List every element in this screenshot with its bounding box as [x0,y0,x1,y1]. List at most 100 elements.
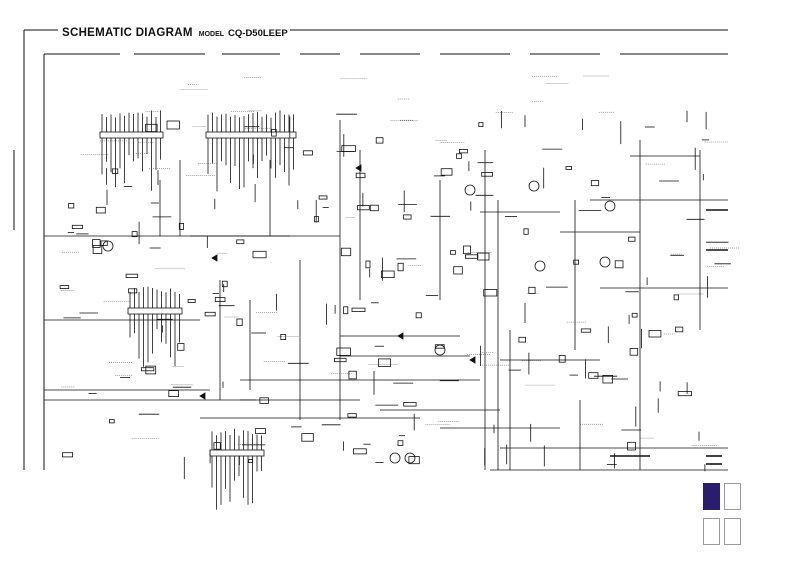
transistor [404,452,416,464]
component [590,180,600,187]
component [168,390,179,398]
component [631,312,638,318]
component [403,214,412,220]
component [333,357,347,363]
component [518,336,527,343]
component [128,288,138,294]
transistor [389,452,401,464]
component [236,318,243,326]
component [458,148,468,154]
component [365,260,371,269]
component [352,448,367,455]
component [340,247,352,257]
page-navigator [703,483,743,545]
component [125,273,139,278]
signal-arrow [397,332,404,340]
component [380,270,395,278]
component [131,231,138,238]
component [336,347,351,356]
component [378,358,391,367]
component [95,206,106,214]
component [465,254,479,259]
component [145,123,158,133]
component [648,330,662,338]
signal-arrow [355,164,362,172]
connector-header-2 [205,131,297,139]
component [71,224,83,230]
component [259,397,269,404]
transistor [599,256,611,268]
component [483,289,498,297]
transistor [102,240,114,252]
component [463,245,471,255]
component [481,171,493,177]
component [140,367,155,372]
component [236,239,245,245]
component [415,312,422,319]
component [408,456,420,465]
component [318,195,328,200]
connector-header-1 [99,131,164,139]
connector-header-3 [127,307,183,315]
component [558,355,566,363]
component [59,285,70,290]
page-thumb-4[interactable] [724,518,741,545]
diagram-title: SCHEMATIC DIAGRAM [62,27,193,39]
component [355,172,366,179]
component [255,428,266,435]
component [301,433,314,442]
component [351,307,366,313]
component [573,259,580,265]
component [369,204,379,212]
signal-arrow [199,392,206,400]
component [100,240,108,246]
component [92,239,101,248]
component [252,250,267,259]
component [629,348,639,356]
component [375,137,384,144]
component [614,260,624,269]
component [248,459,253,463]
component [565,166,572,170]
component [68,202,75,209]
component [111,168,119,174]
component [673,294,679,301]
component [478,122,484,127]
component [177,343,185,351]
component [214,297,226,302]
component [280,333,287,340]
transistor [534,260,546,272]
component [271,128,277,137]
transistor [464,184,476,196]
component [109,419,115,424]
page-thumb-3[interactable] [703,518,720,545]
component [397,440,404,446]
component [580,328,592,333]
page-thumb-1[interactable] [703,483,720,510]
component [343,306,349,315]
component [453,266,463,275]
transistor [528,180,540,192]
component [166,120,180,130]
component [204,311,216,317]
component [523,228,529,235]
connector-header-4 [209,449,265,457]
component [187,298,196,303]
component [450,250,456,255]
component [677,391,692,397]
component [92,245,103,254]
signal-arrow [211,254,218,262]
component [357,205,370,211]
component [221,280,228,288]
component [62,452,74,458]
model-number: CQ-D50LEEP [228,28,288,39]
page-thumb-2[interactable] [724,483,741,510]
component [627,441,636,451]
component [588,372,599,379]
component [347,413,357,418]
component [456,153,462,159]
component [628,236,636,242]
component [397,262,404,272]
